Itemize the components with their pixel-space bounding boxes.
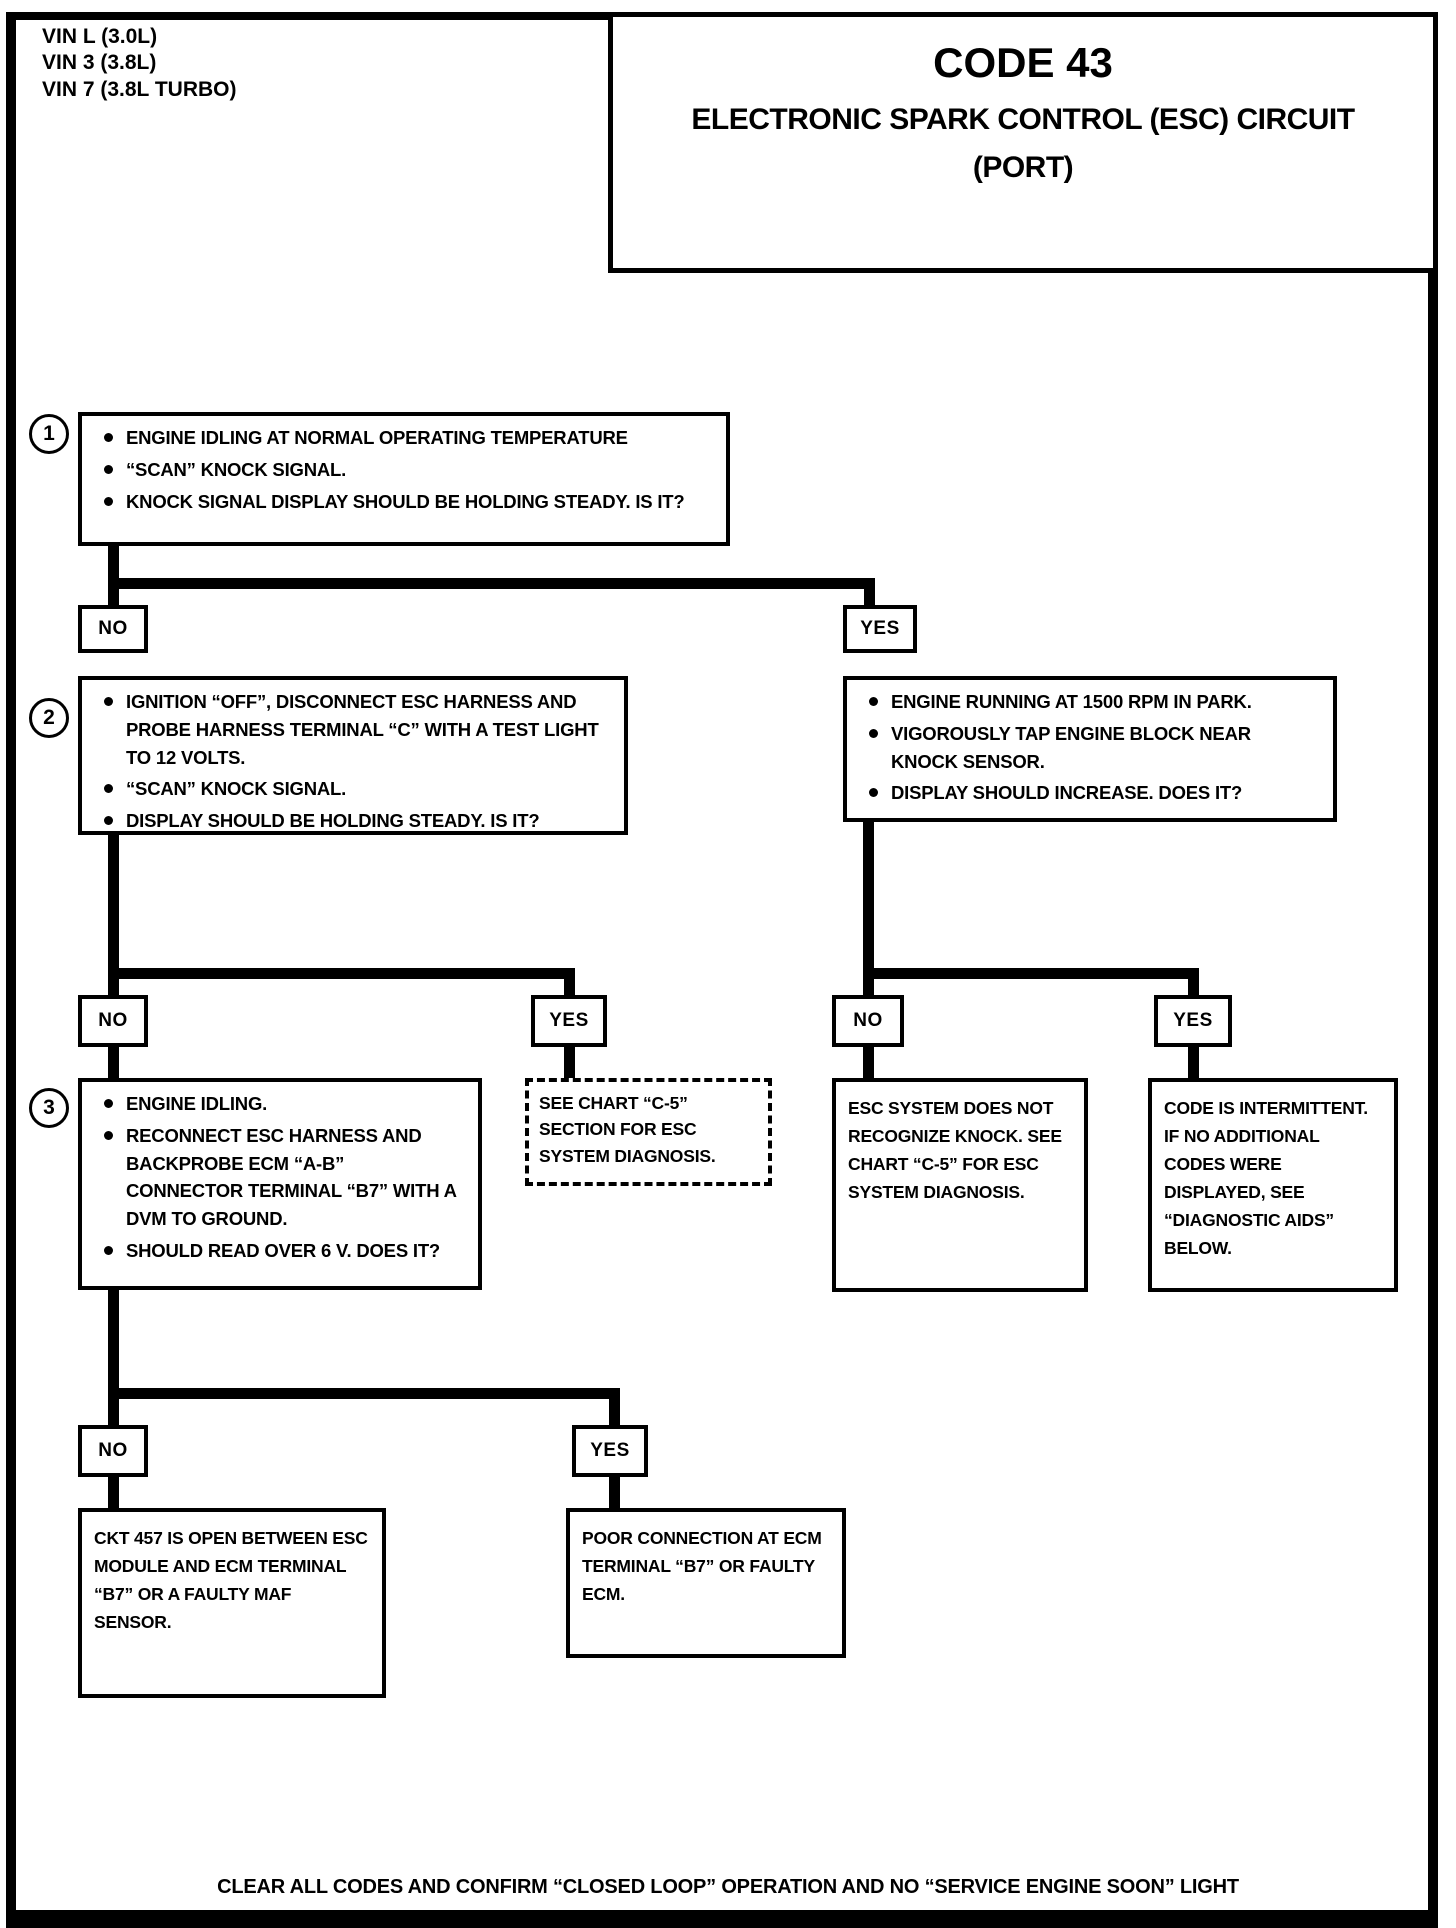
- step-number-2: 2: [29, 698, 69, 738]
- flow-box-poor-connection: POOR CONNECTION AT ECM TERMINAL “B7” OR …: [566, 1508, 846, 1658]
- connector-step2-down: [108, 833, 119, 995]
- vin-line-1: VIN L (3.0L): [42, 25, 158, 48]
- poor-connection-text: POOR CONNECTION AT ECM TERMINAL “B7” OR …: [582, 1528, 822, 1604]
- connector-h1-yes-down: [864, 578, 875, 605]
- bullet-item: “SCAN” KNOCK SIGNAL.: [90, 456, 712, 484]
- bullet-item: DISPLAY SHOULD BE HOLDING STEADY. IS IT?: [90, 807, 610, 831]
- connector-yes3-down: [1188, 1045, 1199, 1078]
- answer-yes-3: YES: [1154, 995, 1232, 1047]
- bullet-icon: [90, 775, 126, 803]
- page-border-bottom-bar: [6, 1910, 1438, 1928]
- bullet-item: DISPLAY SHOULD INCREASE. DOES IT?: [855, 779, 1319, 807]
- bullet-icon: [90, 807, 126, 831]
- ckt457-open-text: CKT 457 IS OPEN BETWEEN ESC MODULE AND E…: [94, 1528, 368, 1632]
- answer-no-2: NO: [78, 995, 148, 1047]
- flow-box-code-intermittent: CODE IS INTERMITTENT. IF NO ADDITIONAL C…: [1148, 1078, 1398, 1292]
- connector-h2-right: [863, 968, 1199, 979]
- connector-step1-down: [108, 544, 119, 605]
- bullet-icon: [90, 1090, 126, 1118]
- flow-box-see-chart-c5: SEE CHART “C-5” SECTION FOR ESC SYSTEM D…: [525, 1078, 772, 1186]
- answer-no-1: NO: [78, 605, 148, 653]
- esc-no-knock-text: ESC SYSTEM DOES NOT RECOGNIZE KNOCK. SEE…: [848, 1098, 1062, 1202]
- page-border-right: [1428, 12, 1438, 1928]
- bullet-icon: [855, 688, 891, 716]
- bullet-icon: [90, 1237, 126, 1265]
- vin-line-2: VIN 3 (3.8L): [42, 51, 157, 75]
- chart-title-box: CODE 43 ELECTRONIC SPARK CONTROL (ESC) C…: [608, 12, 1438, 273]
- connector-no4-down: [108, 1475, 119, 1508]
- step-number-3: 3: [29, 1088, 69, 1128]
- chart-subtitle: ELECTRONIC SPARK CONTROL (ESC) CIRCUIT: [691, 103, 1355, 136]
- step-number-1: 1: [29, 414, 69, 454]
- bullet-item: ENGINE RUNNING AT 1500 RPM IN PARK.: [855, 688, 1319, 716]
- bullet-item: ENGINE IDLING.: [90, 1090, 464, 1118]
- bullet-item: KNOCK SIGNAL DISPLAY SHOULD BE HOLDING S…: [90, 488, 712, 516]
- bullet-item: ENGINE IDLING AT NORMAL OPERATING TEMPER…: [90, 424, 712, 452]
- connector-yes2-down: [564, 1045, 575, 1078]
- connector-step2yes-down: [863, 820, 874, 995]
- answer-yes-2: YES: [531, 995, 607, 1047]
- connector-h2l-yes-down: [564, 968, 575, 995]
- connector-h3-yes-down: [609, 1388, 620, 1425]
- connector-h3: [108, 1388, 620, 1399]
- chart-subtitle-port: (PORT): [972, 151, 1074, 184]
- connector-no2-down: [108, 1045, 119, 1078]
- bullet-item: SHOULD READ OVER 6 V. DOES IT?: [90, 1237, 464, 1265]
- flow-box-step2-yes: ENGINE RUNNING AT 1500 RPM IN PARK. VIGO…: [843, 676, 1337, 822]
- answer-no-3: NO: [832, 995, 904, 1047]
- connector-h2r-yes-down: [1188, 968, 1199, 995]
- see-chart-c5-text: SEE CHART “C-5” SECTION FOR ESC SYSTEM D…: [539, 1093, 716, 1166]
- connector-step3-down: [108, 1288, 119, 1425]
- bullet-item: RECONNECT ESC HARNESS AND BACKPROBE ECM …: [90, 1122, 464, 1233]
- connector-h2-left: [108, 968, 575, 979]
- bullet-icon: [90, 424, 126, 452]
- connector-yes4-down: [609, 1475, 620, 1508]
- bullet-icon: [855, 720, 891, 776]
- step2-bullet-list: IGNITION “OFF”, DISCONNECT ESC HARNESS A…: [82, 680, 624, 831]
- bullet-item: VIGOROUSLY TAP ENGINE BLOCK NEAR KNOCK S…: [855, 720, 1319, 776]
- flow-box-ckt457-open: CKT 457 IS OPEN BETWEEN ESC MODULE AND E…: [78, 1508, 386, 1698]
- bullet-icon: [90, 688, 126, 771]
- code-intermittent-text: CODE IS INTERMITTENT. IF NO ADDITIONAL C…: [1164, 1098, 1368, 1258]
- answer-no-4: NO: [78, 1425, 148, 1477]
- step1-bullet-list: ENGINE IDLING AT NORMAL OPERATING TEMPER…: [82, 416, 726, 523]
- bullet-icon: [90, 456, 126, 484]
- bullet-icon: [855, 779, 891, 807]
- page-border-left: [6, 12, 16, 1928]
- vin-line-3: VIN 7 (3.8L TURBO): [42, 77, 237, 101]
- bullet-icon: [90, 488, 126, 516]
- footer-instruction: CLEAR ALL CODES AND CONFIRM “CLOSED LOOP…: [217, 1876, 1239, 1898]
- connector-h1: [108, 578, 875, 589]
- bullet-item: “SCAN” KNOCK SIGNAL.: [90, 775, 610, 803]
- bullet-icon: [90, 1122, 126, 1233]
- flow-box-esc-no-knock: ESC SYSTEM DOES NOT RECOGNIZE KNOCK. SEE…: [832, 1078, 1088, 1292]
- answer-yes-1: YES: [843, 605, 917, 653]
- flow-box-step1: ENGINE IDLING AT NORMAL OPERATING TEMPER…: [78, 412, 730, 546]
- chart-code-title: CODE 43: [933, 39, 1113, 86]
- bullet-item: IGNITION “OFF”, DISCONNECT ESC HARNESS A…: [90, 688, 610, 771]
- step3-bullet-list: ENGINE IDLING. RECONNECT ESC HARNESS AND…: [82, 1082, 478, 1273]
- vin-applicability-block: VIN L (3.0L) VIN 3 (3.8L) VIN 7 (3.8L TU…: [42, 24, 236, 103]
- flow-box-step3: ENGINE IDLING. RECONNECT ESC HARNESS AND…: [78, 1078, 482, 1290]
- answer-yes-4: YES: [572, 1425, 648, 1477]
- flow-box-step2: IGNITION “OFF”, DISCONNECT ESC HARNESS A…: [78, 676, 628, 835]
- connector-no3-down: [863, 1045, 874, 1078]
- step2yes-bullet-list: ENGINE RUNNING AT 1500 RPM IN PARK. VIGO…: [847, 680, 1333, 815]
